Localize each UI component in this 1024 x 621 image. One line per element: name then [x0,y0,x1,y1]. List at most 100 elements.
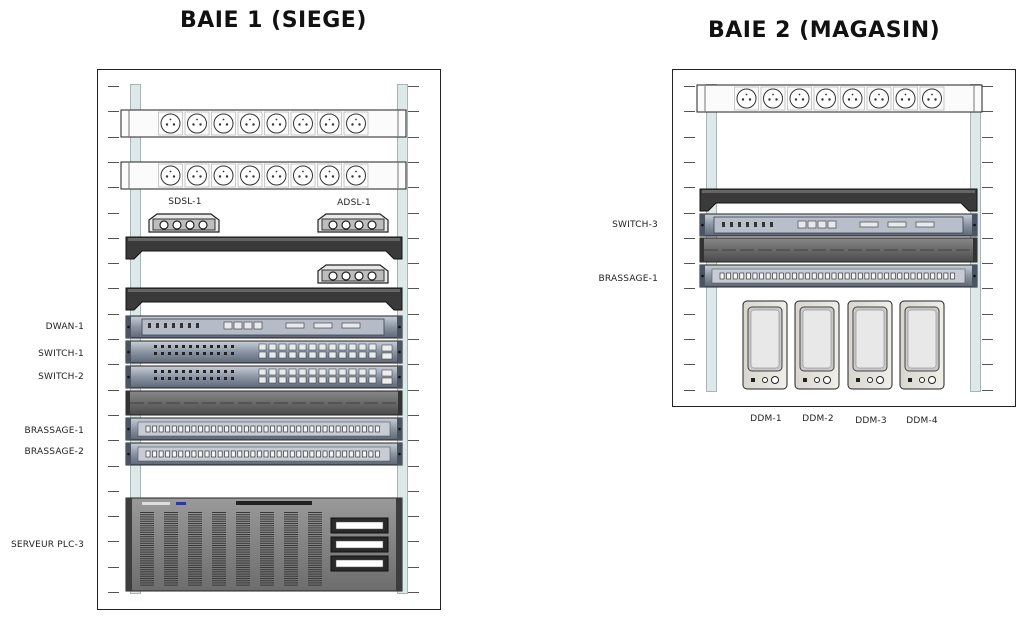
rack-unit-tick [108,390,119,391]
outlet [187,165,207,186]
adsl-modem [317,213,389,233]
outlet [213,165,234,186]
rack-unit-tick [108,137,119,138]
rack-unit-tick [408,314,419,315]
rack-unit-tick [408,364,419,365]
rack-unit-tick [982,187,993,188]
ddm3-label: DDM-3 [855,416,887,426]
rack-unit-tick [108,288,119,289]
outlet [319,165,340,186]
rack-unit-tick [684,86,695,87]
rack-unit-tick [108,364,119,365]
outlet [346,113,366,134]
outlet [319,113,340,134]
bay2-patch-panel [699,264,978,288]
rack-unit-tick [408,162,419,163]
patch-panel-2 [125,442,403,466]
switch-3 [699,213,978,237]
outlet [266,113,287,134]
outlet [187,113,207,134]
brassage2-label: BRASSAGE-2 [24,447,84,457]
bay1-right-rail [397,84,408,594]
outlet [160,165,181,186]
rack-unit-tick [108,466,119,467]
rack-unit-tick [982,263,993,264]
outlet [293,113,313,134]
dwan-router [125,315,403,339]
rack-unit-tick [108,111,119,112]
outlet [869,88,889,109]
rack-unit-tick [108,162,119,163]
switch1-label: SWITCH-1 [38,349,84,359]
dwan-label: DWAN-1 [45,322,84,332]
outlet [160,113,181,134]
rack-unit-tick [982,86,993,87]
rack-unit-tick [684,288,695,289]
rack-unit-tick [982,314,993,315]
rack-unit-tick [408,339,419,340]
rack-unit-tick [408,111,419,112]
ddm-1 [742,300,788,390]
server-plc-3 [125,497,403,592]
rack-unit-tick [408,592,419,593]
rack-unit-tick [108,187,119,188]
rack-unit-tick [684,314,695,315]
rack-unit-tick [408,213,419,214]
rack-unit-tick [982,288,993,289]
rack-unit-tick [408,263,419,264]
switch3-label: SWITCH-3 [612,220,658,230]
rack-unit-tick [108,213,119,214]
bay2-brassage1-label: BRASSAGE-1 [598,274,658,284]
rack-unit-tick [108,541,119,542]
rack-unit-tick [982,364,993,365]
outlet [789,88,810,109]
brassage1-label: BRASSAGE-1 [24,426,84,436]
rack-unit-tick [108,440,119,441]
sdsl-modem [148,213,220,233]
outlet [240,165,260,186]
switch-1 [125,340,403,364]
rack-unit-tick [408,288,419,289]
outlet [816,88,836,109]
rack-unit-tick [108,567,119,568]
outlet [736,88,757,109]
outlet [266,165,287,186]
rack-unit-tick [408,466,419,467]
shelf-2 [125,287,403,311]
rack-unit-tick [684,111,695,112]
adsl-label: ADSL-1 [337,198,371,208]
rack-unit-tick [408,187,419,188]
bay2-shelf [699,188,978,212]
rack-unit-tick [684,390,695,391]
ddm-4 [899,300,945,390]
rack-unit-tick [684,238,695,239]
rack-unit-tick [684,137,695,138]
rack-unit-tick [982,390,993,391]
outlet [240,113,260,134]
rack-unit-tick [108,263,119,264]
rack-unit-tick [982,339,993,340]
rack-unit-tick [982,111,993,112]
rack-unit-tick [408,516,419,517]
switch2-label: SWITCH-2 [38,372,84,382]
rack-unit-tick [408,567,419,568]
ddm2-label: DDM-2 [802,414,834,424]
rack-unit-tick [108,339,119,340]
rack-unit-tick [684,187,695,188]
rack-unit-tick [408,390,419,391]
modem-3 [317,264,389,284]
rack-unit-tick [684,263,695,264]
patch-panel-1 [125,417,403,441]
outlet [346,165,366,186]
power-strip-2 [120,161,407,190]
rack-unit-tick [408,238,419,239]
bay1-left-rail [130,84,141,594]
ddm-3 [847,300,893,390]
power-strip-1 [120,109,407,138]
ddm1-label: DDM-1 [750,414,782,424]
outlet [293,165,313,186]
rack-unit-tick [408,86,419,87]
rack-unit-tick [108,491,119,492]
ddm-2 [794,300,840,390]
